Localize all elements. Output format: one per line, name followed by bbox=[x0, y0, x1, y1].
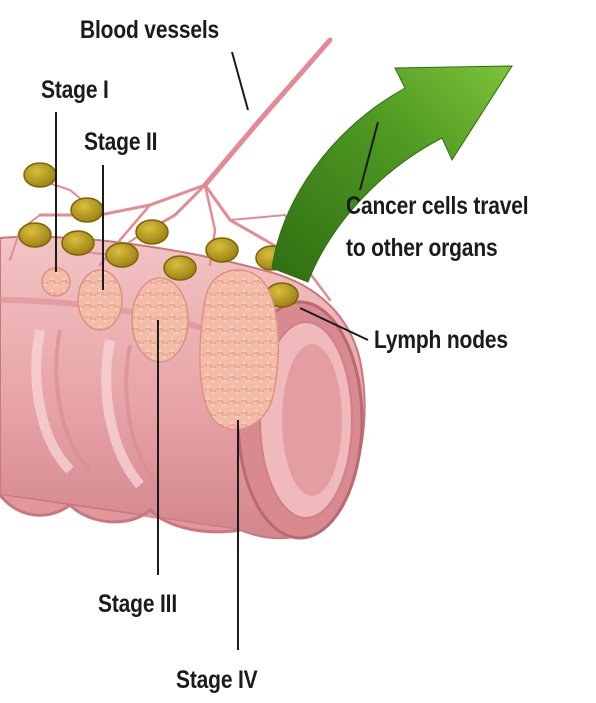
label-blood-vessels: Blood vessels bbox=[80, 16, 219, 45]
label-stage-3: Stage III bbox=[98, 590, 177, 619]
tumor-stage-2 bbox=[78, 270, 122, 330]
label-stage-2: Stage II bbox=[84, 128, 157, 157]
tumor-stage-3 bbox=[132, 278, 188, 362]
pointer-blood-vessels bbox=[232, 52, 248, 110]
label-stage-4: Stage IV bbox=[176, 666, 258, 695]
lymph-node bbox=[206, 238, 238, 262]
lymph-node bbox=[164, 256, 196, 280]
label-lymph-nodes: Lymph nodes bbox=[374, 326, 508, 355]
label-cancer-travel-line1: Cancer cells travel bbox=[346, 192, 528, 221]
tumor-stage-1 bbox=[42, 268, 70, 296]
lymph-node bbox=[19, 223, 51, 247]
lymph-node bbox=[71, 198, 103, 222]
lymph-node bbox=[24, 163, 56, 187]
lymph-node bbox=[136, 220, 168, 244]
label-stage-1: Stage I bbox=[41, 76, 109, 105]
tumor-stage-4 bbox=[200, 270, 278, 430]
label-cancer-travel-line2: to other organs bbox=[346, 234, 497, 263]
lymph-node bbox=[62, 231, 94, 255]
lymph-node bbox=[106, 243, 138, 267]
